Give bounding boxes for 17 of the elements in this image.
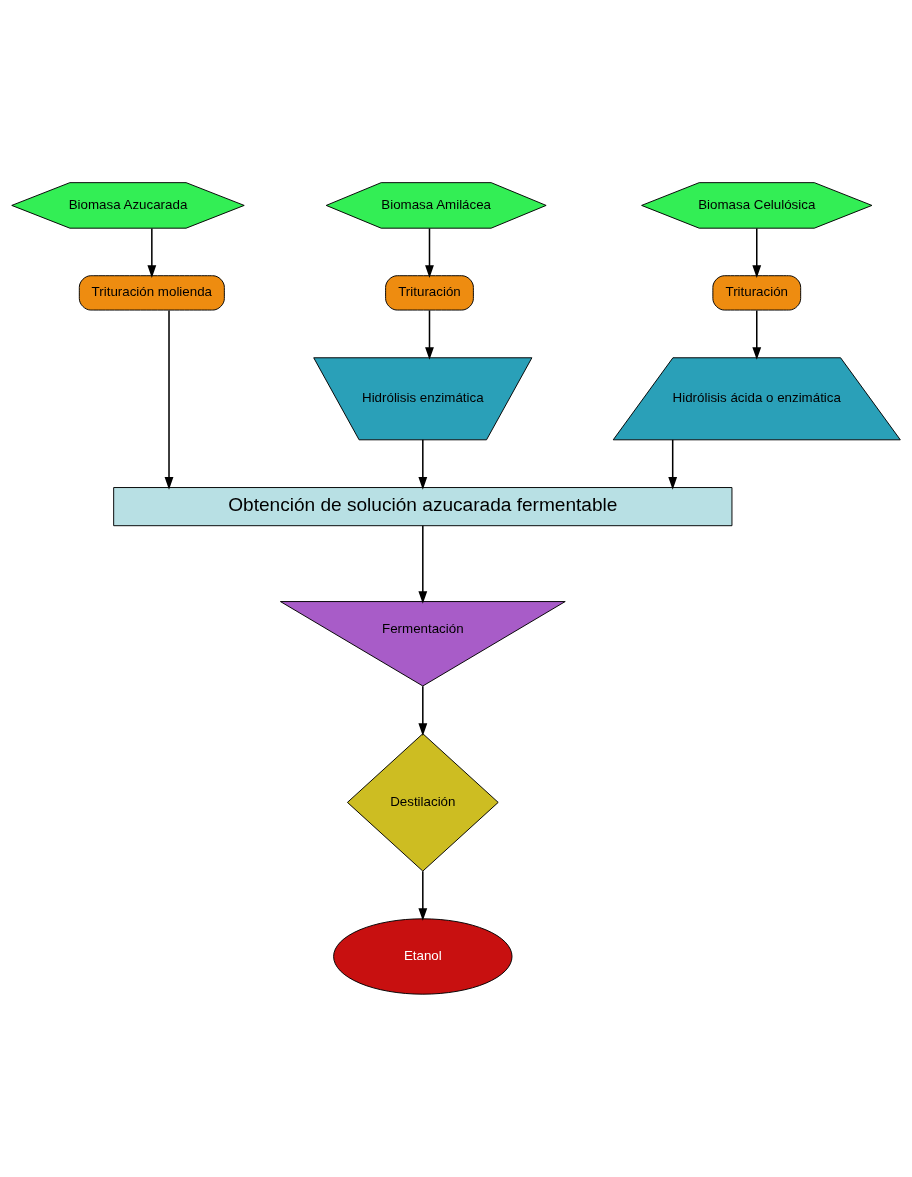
node-diamond: Destilación — [346, 733, 499, 872]
node-box: Trituración — [712, 275, 802, 311]
node-ellipse: Etanol — [333, 918, 513, 995]
arrow — [668, 439, 678, 490]
node-box: Trituración — [385, 275, 474, 311]
node-box: Obtención de solución azucarada fermentable — [113, 487, 733, 527]
arrow — [752, 309, 762, 360]
arrow — [418, 439, 428, 490]
arrow — [147, 227, 157, 278]
arrow — [752, 227, 762, 278]
arrow — [425, 309, 434, 360]
arrow — [418, 525, 428, 604]
arrow — [425, 227, 434, 278]
arrow — [164, 309, 174, 490]
node-box: Trituración molienda — [78, 275, 225, 311]
arrow — [418, 685, 428, 736]
arrow — [418, 870, 428, 921]
